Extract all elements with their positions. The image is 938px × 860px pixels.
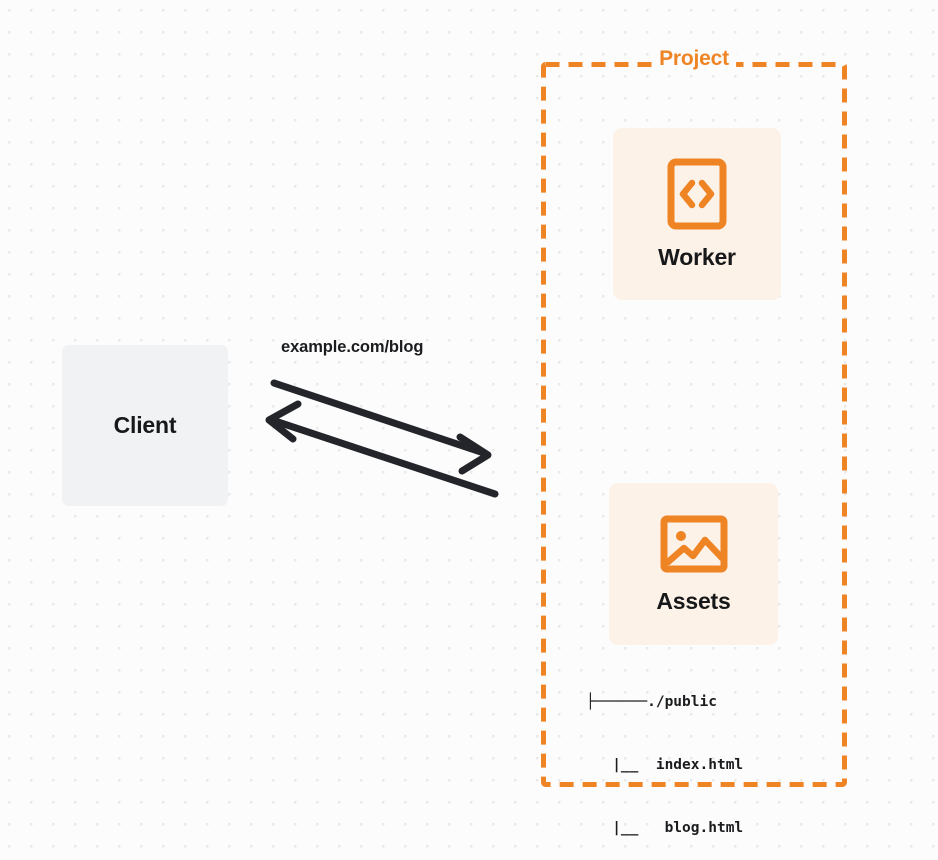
assets-node[interactable]: Assets (609, 483, 778, 645)
image-picture-icon (660, 515, 727, 572)
assets-node-label: Assets (656, 587, 731, 614)
assets-file-tree: ├──────./public |__ index.html |__ blog.… (586, 650, 743, 860)
response-arrow (265, 400, 499, 498)
file-tree-connector: ├────── (586, 694, 648, 710)
file-tree-row: |__ index.html (586, 755, 743, 776)
client-node-label: Client (113, 412, 177, 438)
file-tree-name: index.html (638, 757, 744, 773)
file-tree-row: ├──────./public (586, 692, 743, 713)
worker-node-label: Worker (658, 243, 736, 270)
code-brackets-icon (667, 158, 727, 229)
file-tree-connector: |__ (586, 820, 639, 836)
client-node[interactable]: Client (62, 345, 228, 506)
file-tree-name: blog.html (638, 820, 744, 836)
project-group[interactable]: Project Worker Assets ├──────./public |_… (541, 47, 847, 836)
file-tree-connector: |__ (586, 757, 639, 773)
connection-label: example.com/blog (281, 338, 424, 356)
request-arrow (270, 379, 492, 475)
project-title: Project (652, 47, 736, 71)
worker-node[interactable]: Worker (613, 128, 781, 300)
file-tree-name: ./public (647, 694, 717, 710)
file-tree-row: |__ blog.html (586, 818, 743, 839)
